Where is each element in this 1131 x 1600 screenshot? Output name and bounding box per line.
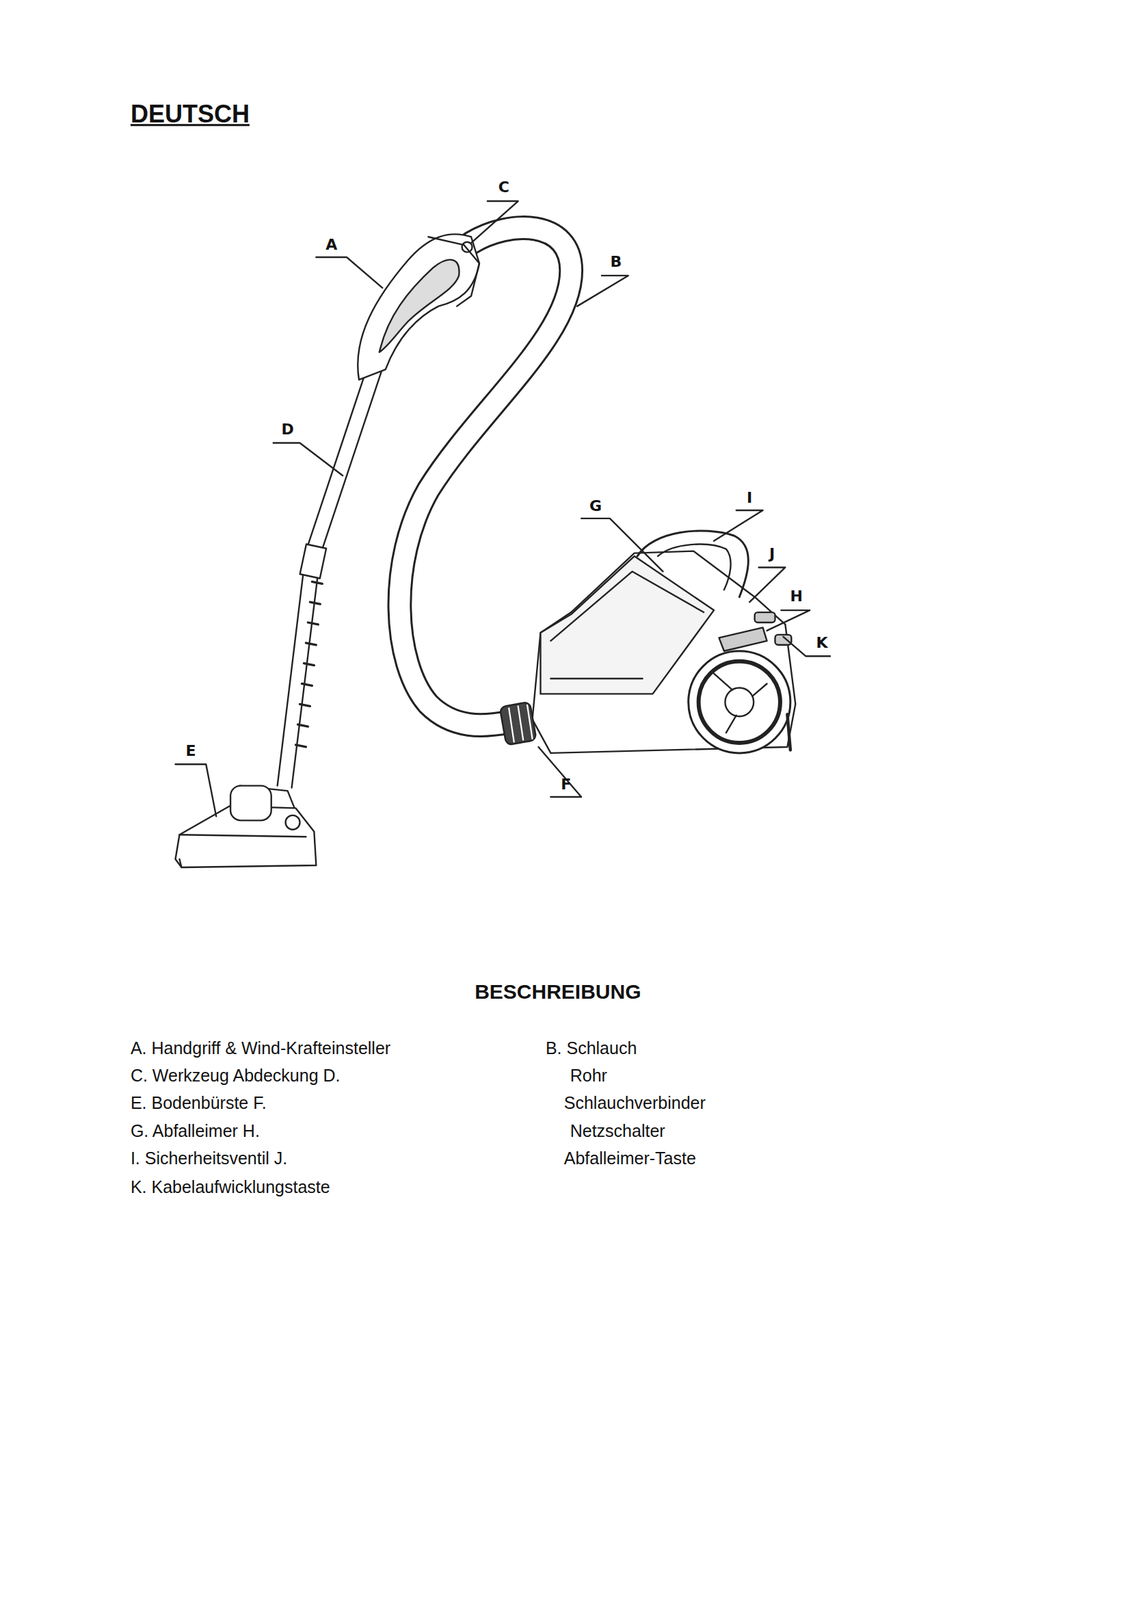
part-description: C. Werkzeug Abdeckung D.: [130, 1065, 341, 1086]
callout-letter: F: [560, 775, 571, 793]
part-description: Rohr: [570, 1065, 608, 1086]
part-description: Schlauchverbinder: [564, 1092, 706, 1113]
callout-letter: E: [185, 741, 196, 760]
callout-letter: B: [609, 253, 622, 271]
part-description: G. Abfalleimer H.: [130, 1120, 260, 1140]
callout-letter: D: [281, 420, 294, 438]
page-heading: DEUTSCH: [130, 99, 250, 128]
callout-letter: H: [790, 588, 803, 606]
part-description: A. Handgriff & Wind-Krafteinsteller: [130, 1037, 391, 1058]
part-description: E. Bodenbürste F.: [130, 1092, 267, 1113]
section-heading: BESCHREIBUNG: [474, 979, 641, 1004]
part-description: B. Schlauch: [545, 1037, 637, 1058]
part-description: Netzschalter: [570, 1120, 666, 1140]
part-description: K. Kabelaufwicklungstaste: [130, 1176, 331, 1196]
callout-letter: I: [746, 488, 753, 507]
callout-letter: A: [325, 235, 338, 254]
callout-letter: J: [769, 544, 775, 563]
part-description: I. Sicherheitsventil J.: [130, 1147, 288, 1168]
callout-letter: K: [816, 633, 829, 651]
part-description: Abfalleimer-Taste: [564, 1147, 697, 1168]
callout-letter: C: [498, 179, 510, 197]
callout-letter: G: [589, 497, 602, 515]
